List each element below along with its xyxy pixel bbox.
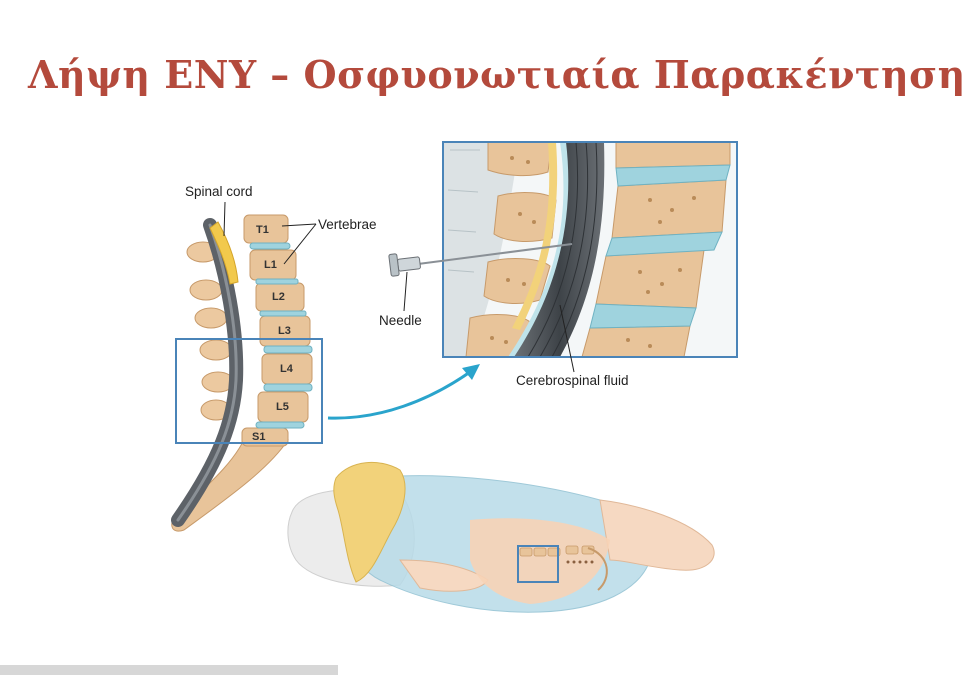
patient-illustration xyxy=(287,461,715,613)
leader-csf xyxy=(559,304,575,373)
leader-vertebrae-1 xyxy=(281,223,317,227)
leader-needle xyxy=(403,271,408,312)
patient-legs xyxy=(599,499,715,571)
zoom-arrow xyxy=(327,364,480,420)
bottom-scroll-strip xyxy=(0,665,338,675)
label-csf: Cerebrospinal fluid xyxy=(516,373,629,388)
leader-spinal-cord xyxy=(223,201,226,237)
sacrum xyxy=(171,429,289,532)
needle-illustration xyxy=(388,243,573,277)
label-needle: Needle xyxy=(379,313,422,328)
page-title: Λήψη ΕΝΥ – Οσφυονωτιαία Παρακέντηση xyxy=(28,52,966,97)
zoomed-view xyxy=(442,141,738,358)
vertebra-label-l4: L4 xyxy=(280,363,294,375)
zoomed-view-frame xyxy=(442,141,738,358)
vertebra-label-l1: L1 xyxy=(264,259,277,271)
leader-vertebrae-2 xyxy=(283,223,317,265)
vertebra-label-l5: L5 xyxy=(276,401,289,413)
vertebra-label-l2: L2 xyxy=(272,291,285,303)
label-spinal-cord: Spinal cord xyxy=(185,184,253,199)
patient-hair xyxy=(333,461,406,583)
vertebra-label-l3: L3 xyxy=(278,325,291,337)
vertebra-label-t1: T1 xyxy=(256,224,269,236)
zoom-region-frame xyxy=(175,338,323,444)
patient-zoom-frame xyxy=(517,545,559,583)
spinal-cord-yellow xyxy=(209,221,239,285)
vertebra-label-s1: S1 xyxy=(252,431,265,443)
intervertebral-discs xyxy=(249,242,313,429)
label-vertebrae: Vertebrae xyxy=(318,217,377,232)
patient-back xyxy=(470,518,610,604)
spine-side-view: T1 L1 L2 L3 L4 L5 S1 Spinal cord Vertebr… xyxy=(171,184,377,532)
